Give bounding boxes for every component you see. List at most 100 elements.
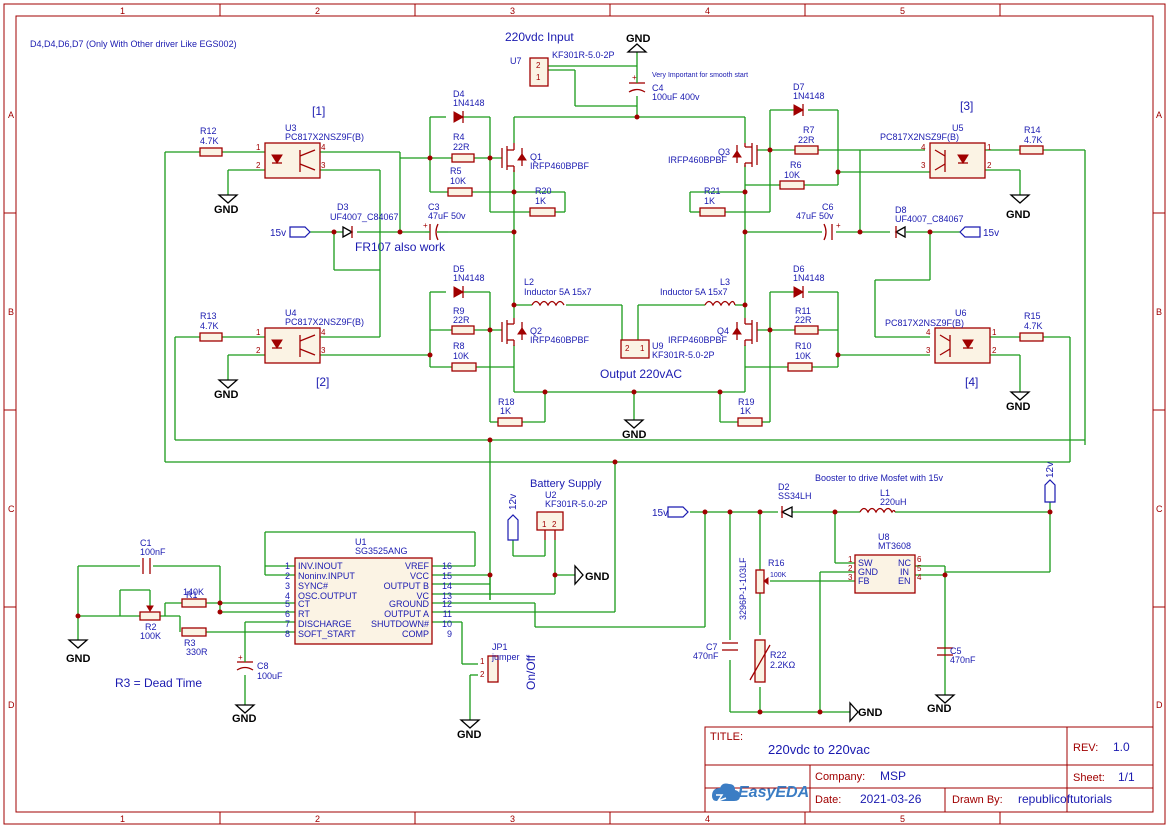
svg-text:2: 2 [987,161,992,170]
svg-text:3: 3 [285,581,290,591]
svg-text:2: 2 [480,670,485,679]
svg-text:1: 1 [992,328,997,337]
drawing-frame: 1 2 3 4 5 1 2 3 4 5 A B C D A B C D [3,3,1166,825]
svg-text:IRFP460BPBF: IRFP460BPBF [668,335,728,345]
diode-d3: D3 UF4007_C84067 [330,202,399,239]
svg-text:RT: RT [298,609,310,619]
svg-text:1: 1 [542,520,547,529]
connector-u9: 2 1 U9 KF301R-5.0-2P [620,339,715,360]
svg-text:jumper: jumper [491,652,520,662]
diode-d7: D7 1N4148 [793,82,825,116]
svg-text:Q2: Q2 [530,326,542,336]
svg-text:R16: R16 [768,558,785,568]
svg-text:C6: C6 [822,202,834,212]
svg-text:Noninv.INPUT: Noninv.INPUT [298,571,355,581]
svg-text:EasyEDA: EasyEDA [738,784,809,801]
svg-text:R5: R5 [450,166,462,176]
svg-text:140K: 140K [183,587,204,597]
svg-text:10K: 10K [795,351,811,361]
note-input-title: 220vdc Input [505,30,574,44]
svg-text:UF4007_C84067: UF4007_C84067 [330,212,399,222]
svg-text:COMP: COMP [402,629,429,639]
svg-text:1K: 1K [740,406,751,416]
resistor-r18: R18 1K [497,397,523,427]
svg-text:R9: R9 [453,306,465,316]
inductor-l1: L1 220uH [859,488,907,514]
resistor-r15: R15 4.7K [1019,311,1044,342]
svg-text:GND: GND [457,729,482,741]
svg-text:R13: R13 [200,311,217,321]
frame-row-d: D [8,700,15,710]
svg-text:4.7K: 4.7K [200,136,219,146]
svg-text:VC: VC [416,591,429,601]
svg-text:Inductor 5A 15x7: Inductor 5A 15x7 [660,287,728,297]
svg-text:1N4148: 1N4148 [793,91,825,101]
svg-text:100K: 100K [770,572,787,579]
svg-text:15v: 15v [270,228,286,239]
svg-text:GND: GND [927,703,952,715]
svg-text:GND: GND [1006,401,1031,413]
svg-text:OSC.OUTPUT: OSC.OUTPUT [298,591,358,601]
svg-text:2: 2 [625,344,630,353]
frame-col-2b: 2 [315,814,320,824]
svg-text:4: 4 [321,143,326,152]
sheet-label: Sheet: [1073,772,1105,784]
svg-text:Q1: Q1 [530,152,542,162]
mosfet-q1: Q1 IRFP460BPBF [501,143,590,172]
date-value: 2021-03-26 [860,792,922,806]
svg-text:1: 1 [256,328,261,337]
gnd-symbol-u6: GND [1006,391,1031,413]
frame-col-1: 1 [120,6,125,16]
note-dead-time: R3 = Dead Time [115,676,202,690]
svg-text:1N4148: 1N4148 [453,98,485,108]
svg-text:4.7K: 4.7K [1024,321,1043,331]
gnd-symbol-u5: GND [1006,194,1031,221]
svg-text:CT: CT [298,599,310,609]
svg-text:1K: 1K [704,196,715,206]
svg-text:15v: 15v [983,228,999,239]
svg-text:2: 2 [256,346,261,355]
svg-text:PC817X2NSZ9F(B): PC817X2NSZ9F(B) [885,318,964,328]
svg-text:R11: R11 [795,306,811,316]
resistor-r12: R12 4.7K [199,126,223,157]
svg-text:R4: R4 [453,132,465,142]
svg-text:1K: 1K [535,196,546,206]
svg-text:D6: D6 [793,264,805,274]
frame-col-4: 4 [705,6,710,16]
svg-text:13: 13 [442,591,452,601]
svg-text:7: 7 [285,619,290,629]
svg-text:SYNC#: SYNC# [298,581,328,591]
svg-text:1: 1 [987,143,992,152]
svg-text:R14: R14 [1024,125,1041,135]
frame-col-5b: 5 [900,814,905,824]
capacitor-c1: C1 100nF [140,538,166,574]
frame-row-b-r: B [1156,307,1162,317]
svg-text:22R: 22R [453,142,470,152]
jumper-jp1[interactable]: 1 2 JP1 jumper [480,642,520,683]
svg-text:R6: R6 [790,160,802,170]
svg-text:PC817X2NSZ9F(B): PC817X2NSZ9F(B) [285,132,364,142]
svg-text:C7: C7 [706,642,718,652]
resistor-r14: R14 4.7K [1019,125,1044,155]
svg-text:D8: D8 [895,205,907,215]
svg-text:1: 1 [536,73,541,82]
svg-text:2: 2 [552,520,557,529]
svg-text:6: 6 [917,555,922,564]
svg-text:GND: GND [1006,209,1031,221]
section-3: [3] [960,99,973,113]
svg-text:9: 9 [447,629,452,639]
gnd-symbol-c5: GND [927,694,956,715]
svg-text:R3: R3 [184,638,196,648]
svg-text:R2: R2 [145,622,157,632]
drawn-label: Drawn By: [952,794,1003,806]
svg-text:1: 1 [640,344,645,353]
svg-text:GND: GND [214,204,239,216]
note-output: Output 220vAC [600,367,682,381]
svg-text:11: 11 [443,609,452,619]
svg-text:10K: 10K [453,351,469,361]
svg-text:12: 12 [442,599,452,609]
svg-text:2: 2 [256,161,261,170]
frame-row-d-r: D [1156,700,1163,710]
